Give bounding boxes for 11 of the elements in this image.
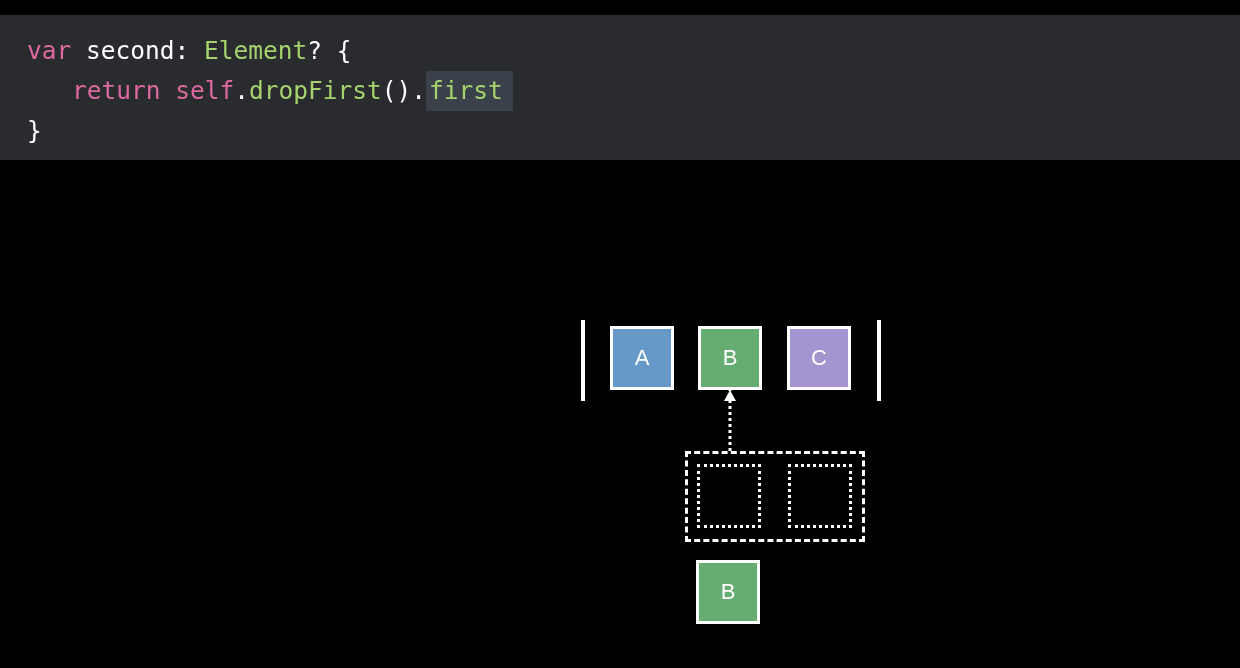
code-line: return self.dropFirst().first xyxy=(72,70,513,112)
element-box: B xyxy=(696,560,760,624)
empty-slot xyxy=(788,464,852,528)
element-box: B xyxy=(698,326,762,390)
arrow xyxy=(724,390,736,451)
code-line: } xyxy=(27,115,42,147)
code-line: var second: Element? { xyxy=(27,35,352,67)
element-box: C xyxy=(787,326,851,390)
slice-outline xyxy=(685,451,865,542)
element-box: A xyxy=(610,326,674,390)
empty-slot xyxy=(697,464,761,528)
